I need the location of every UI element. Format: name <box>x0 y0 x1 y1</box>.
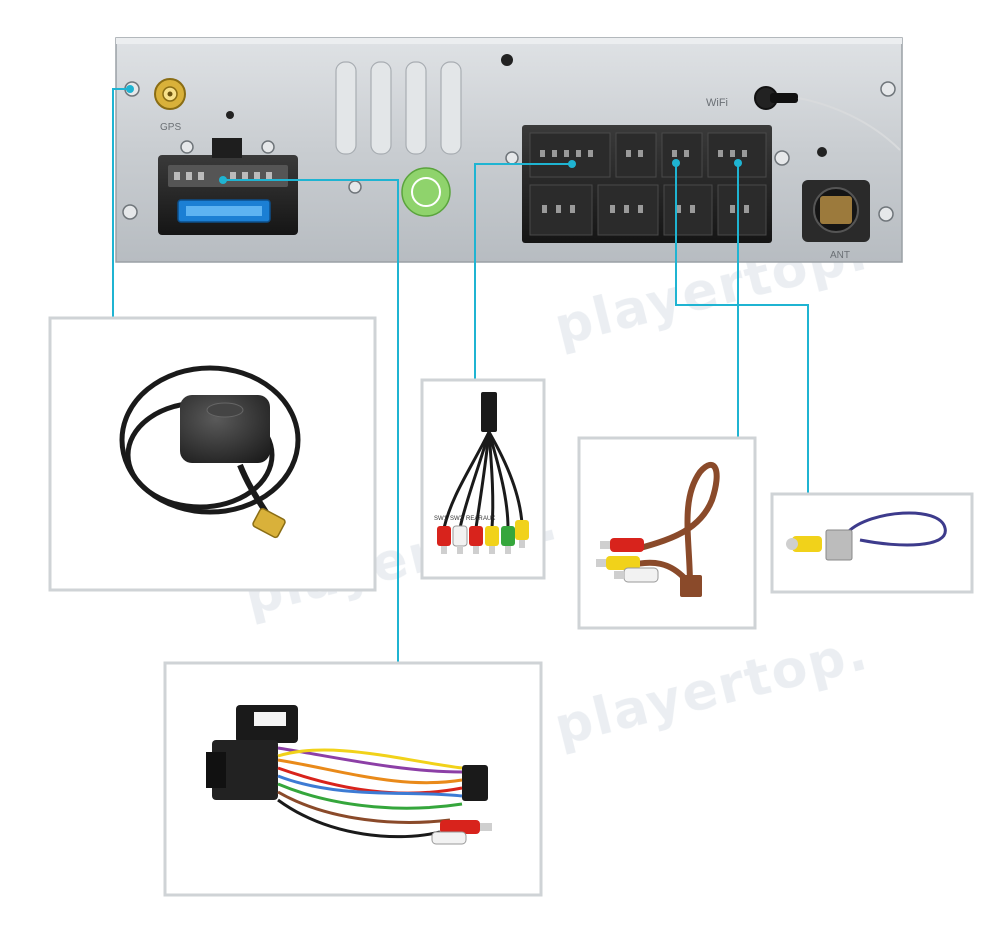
rca-tag-label: SW1 <box>434 516 448 522</box>
gps-port: GPS <box>154 78 186 133</box>
rca-plug-icon <box>786 536 822 552</box>
vent-slots <box>335 61 462 155</box>
connector-dots <box>126 85 742 184</box>
fuse-icon <box>177 199 271 223</box>
rca-tag-label: REAR <box>466 516 483 522</box>
line-rca-harness <box>474 163 572 380</box>
panel-rca-adapter <box>577 436 757 630</box>
wifi-antenna-icon: WiFi <box>706 86 901 151</box>
panel-rca-harness: SW1 SW2 REAR AUX <box>420 378 546 580</box>
gps-antenna-icon <box>119 365 301 539</box>
mount-hole <box>226 111 234 119</box>
mount-hole <box>501 54 513 66</box>
line-camera-adapter <box>675 163 809 494</box>
inspection-sticker <box>401 167 451 217</box>
rca-tag-label: SW2 <box>450 516 464 522</box>
watermark-text: playertop. <box>549 622 875 758</box>
line-iso-harness <box>223 179 399 663</box>
panel-gps-antenna <box>48 316 377 592</box>
multi-connector-block <box>522 125 772 243</box>
mount-hole <box>817 147 827 157</box>
connector-lines <box>112 88 809 663</box>
rca-tag-label: AUX <box>483 516 495 522</box>
head-unit-back-panel: GPS <box>115 37 903 263</box>
line-gps <box>112 88 130 318</box>
rca-plug-icon <box>431 820 492 845</box>
rca-plug-icon <box>437 520 529 554</box>
antenna-label: ANT <box>830 250 850 261</box>
wifi-label: WiFi <box>706 97 728 109</box>
rca-plug-icon <box>596 538 659 583</box>
gps-port-label: GPS <box>160 122 181 133</box>
panel-iso-harness <box>163 661 543 897</box>
iso-power-connector <box>158 138 298 235</box>
multi-pin-plug <box>481 392 497 432</box>
brown-connector <box>680 575 702 597</box>
camera-adapter-plug <box>825 529 853 561</box>
iso-harness-connector <box>206 705 488 801</box>
panel-camera-adapter <box>770 492 974 594</box>
radio-antenna-socket: ANT <box>802 180 870 261</box>
